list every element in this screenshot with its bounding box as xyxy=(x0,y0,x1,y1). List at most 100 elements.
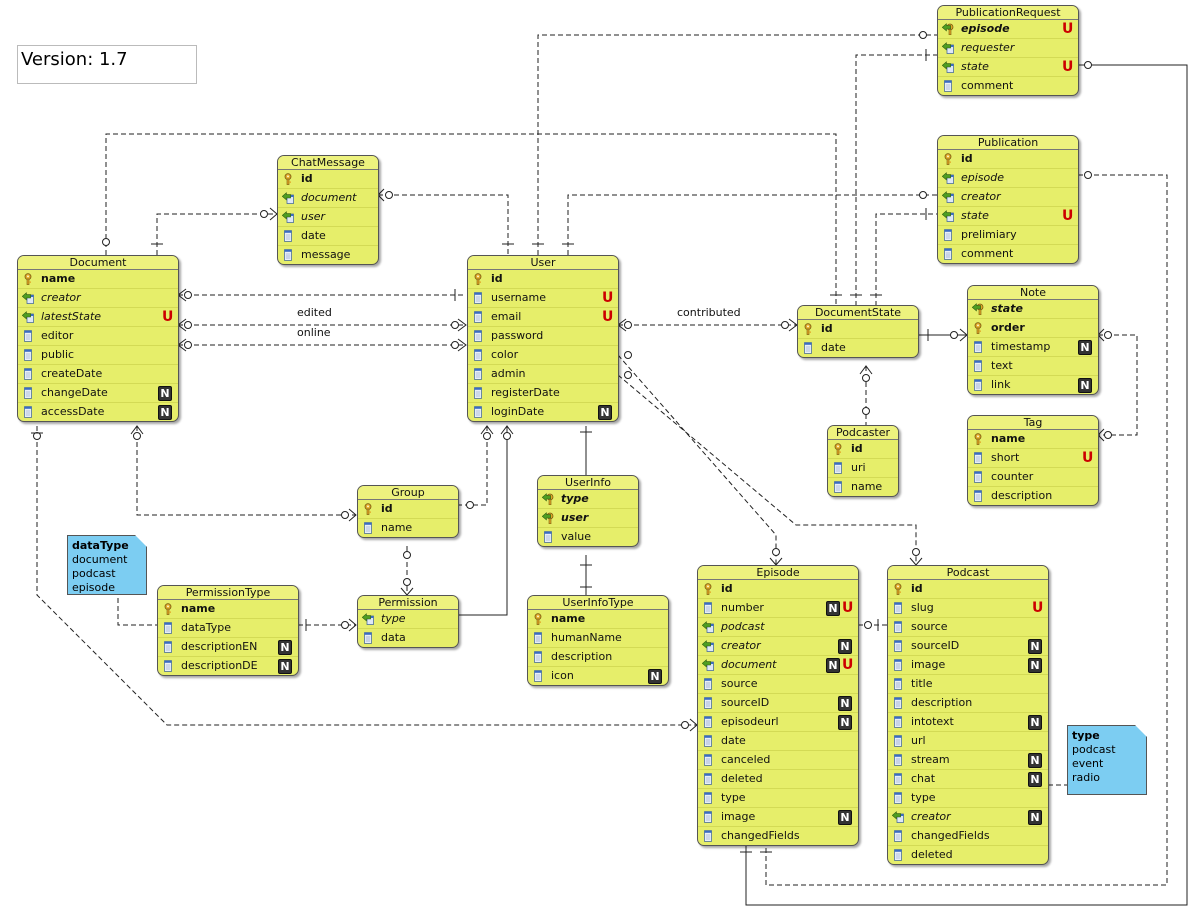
field-row-requester[interactable]: requester xyxy=(938,39,1078,58)
field-row-name[interactable]: name xyxy=(158,600,298,619)
field-row-id[interactable]: id xyxy=(828,440,898,459)
field-row-comment[interactable]: comment xyxy=(938,77,1078,95)
field-row-registerdate[interactable]: registerDate xyxy=(468,384,618,403)
field-row-changedfields[interactable]: changedFields xyxy=(888,827,1048,846)
field-row-text[interactable]: text xyxy=(968,357,1098,376)
field-row-password[interactable]: password xyxy=(468,327,618,346)
field-row-id[interactable]: id xyxy=(468,270,618,289)
field-row-name[interactable]: name xyxy=(528,610,668,629)
field-row-type[interactable]: type xyxy=(358,610,458,629)
field-row-podcast[interactable]: podcast xyxy=(698,618,858,637)
field-row-deleted[interactable]: deleted xyxy=(698,770,858,789)
field-row-state[interactable]: state xyxy=(968,300,1098,319)
field-row-counter[interactable]: counter xyxy=(968,468,1098,487)
field-row-name[interactable]: name xyxy=(968,430,1098,449)
field-row-color[interactable]: color xyxy=(468,346,618,365)
field-row-user[interactable]: user xyxy=(278,208,378,227)
field-row-id[interactable]: id xyxy=(698,580,858,599)
field-row-date[interactable]: date xyxy=(798,339,918,357)
field-row-value[interactable]: value xyxy=(538,528,638,546)
field-row-id[interactable]: id xyxy=(798,320,918,339)
field-row-document[interactable]: document xyxy=(278,189,378,208)
field-row-canceled[interactable]: canceled xyxy=(698,751,858,770)
field-row-order[interactable]: order xyxy=(968,319,1098,338)
field-row-id[interactable]: id xyxy=(888,580,1048,599)
field-row-public[interactable]: public xyxy=(18,346,178,365)
field-row-url[interactable]: url xyxy=(888,732,1048,751)
field-row-source[interactable]: source xyxy=(888,618,1048,637)
field-row-id[interactable]: id xyxy=(278,170,378,189)
field-row-description[interactable]: description xyxy=(528,648,668,667)
field-row-date[interactable]: date xyxy=(698,732,858,751)
field-row-creator[interactable]: creator xyxy=(18,289,178,308)
field-row-episode[interactable]: episode xyxy=(938,169,1078,188)
field-row-uri[interactable]: uri xyxy=(828,459,898,478)
field-row-id[interactable]: id xyxy=(358,500,458,519)
field-row-editor[interactable]: editor xyxy=(18,327,178,346)
field-row-type[interactable]: type xyxy=(698,789,858,808)
field-row-changedfields[interactable]: changedFields xyxy=(698,827,858,845)
field-row-type[interactable]: type xyxy=(538,490,638,509)
field-row-type[interactable]: type xyxy=(888,789,1048,808)
field-row-name[interactable]: name xyxy=(358,519,458,537)
field-row-date[interactable]: date xyxy=(278,227,378,246)
field-row-creator[interactable]: creator xyxy=(938,188,1078,207)
field-row-deleted[interactable]: deleted xyxy=(888,846,1048,864)
field-row-description[interactable]: description xyxy=(888,694,1048,713)
field-row-datatype[interactable]: dataType xyxy=(158,619,298,638)
field-row-humanname[interactable]: humanName xyxy=(528,629,668,648)
field-row-message[interactable]: message xyxy=(278,246,378,264)
field-row-comment[interactable]: comment xyxy=(938,245,1078,263)
field-row-prelimiary[interactable]: prelimiary xyxy=(938,226,1078,245)
field-row-source[interactable]: source xyxy=(698,675,858,694)
field-row-name[interactable]: name xyxy=(18,270,178,289)
field-row-admin[interactable]: admin xyxy=(468,365,618,384)
field-row-data[interactable]: data xyxy=(358,629,458,647)
field-row-description[interactable]: description xyxy=(968,487,1098,505)
field-row-title[interactable]: title xyxy=(888,675,1048,694)
field-row-name[interactable]: name xyxy=(828,478,898,496)
